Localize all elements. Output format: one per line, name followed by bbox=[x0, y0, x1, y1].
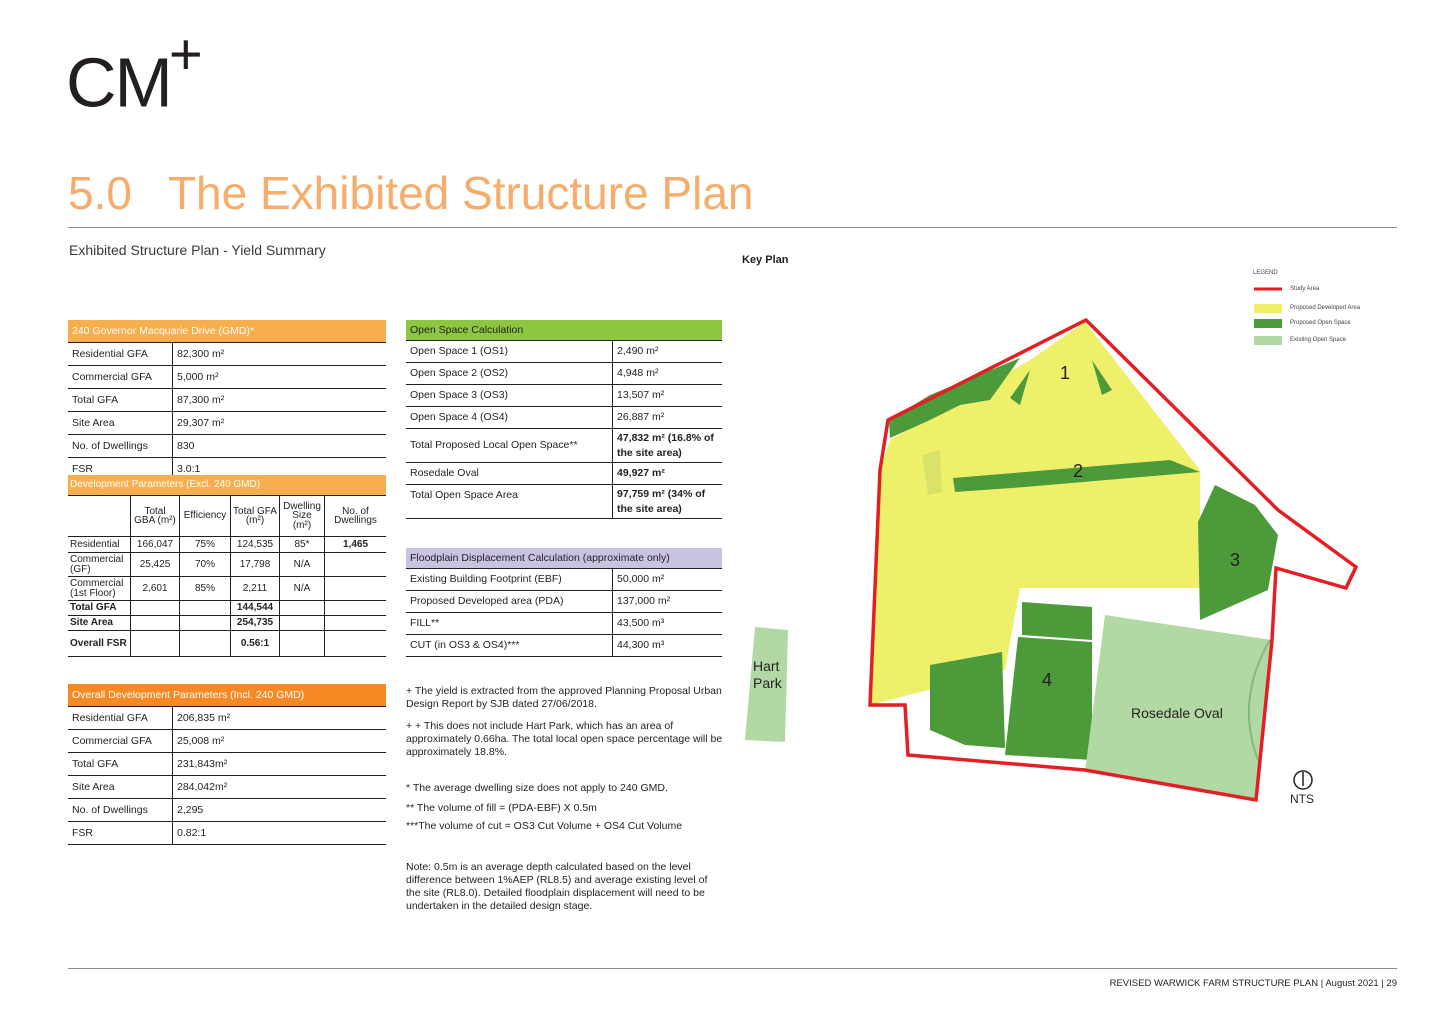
zone-label-3: 3 bbox=[1230, 550, 1241, 570]
note-star-3: ***The volume of cut = OS3 Cut Volume + … bbox=[406, 820, 683, 832]
page-footer: REVISED WARWICK FARM STRUCTURE PLAN | Au… bbox=[1109, 978, 1397, 989]
legend-label-existing-open: Existing Open Space bbox=[1290, 337, 1347, 343]
open-space-table: Open Space Calculation Open Space 1 (OS1… bbox=[406, 320, 722, 519]
overall-table-header: Overall Development Parameters (Incl. 24… bbox=[68, 684, 386, 707]
hart-park-label: Hart Park bbox=[753, 658, 782, 691]
open-space-4 bbox=[1005, 637, 1092, 760]
proposed-developed-area bbox=[870, 322, 1200, 705]
table-row: Open Space 1 (OS1)2,490 m² bbox=[406, 340, 722, 363]
table-row: Proposed Developed area (PDA)137,000 m² bbox=[406, 590, 722, 613]
legend-label-study-area: Study Area bbox=[1290, 286, 1320, 292]
zone-label-1: 1 bbox=[1060, 363, 1071, 383]
rosedale-oval-label: Rosedale Oval bbox=[1131, 705, 1223, 721]
open-space-4-top bbox=[1022, 602, 1092, 640]
header-divider bbox=[68, 227, 1397, 228]
rosedale-oval-area bbox=[1085, 615, 1272, 800]
legend-swatch-existing-open bbox=[1254, 336, 1282, 345]
floodplain-table-header: Floodplain Displacement Calculation (app… bbox=[406, 548, 722, 569]
north-arrow-icon bbox=[1293, 770, 1313, 790]
table-row: FILL**43,500 m³ bbox=[406, 612, 722, 635]
nts-label: NTS bbox=[1290, 792, 1314, 806]
table-row: Total Proposed Local Open Space**47,832 … bbox=[406, 428, 722, 463]
note-star-2: ** The volume of fill = (PDA-EBF) X 0.5m bbox=[406, 802, 597, 814]
dev-table-header: Development Parameters (Excl. 240 GMD) bbox=[68, 475, 386, 496]
open-space-2-light bbox=[922, 450, 942, 495]
zone-label-2: 2 bbox=[1073, 461, 1084, 481]
page-subtitle: Exhibited Structure Plan - Yield Summary bbox=[69, 242, 326, 258]
note-plus-1: + The yield is extracted from the approv… bbox=[406, 685, 722, 711]
legend-swatch-open-space bbox=[1254, 319, 1282, 328]
cm-logo: CM+ bbox=[66, 22, 203, 122]
study-area-boundary bbox=[868, 317, 1359, 803]
legend-swatch-developed bbox=[1254, 304, 1282, 313]
open-space-table-header: Open Space Calculation bbox=[406, 320, 722, 341]
hart-park-area bbox=[745, 627, 788, 742]
note-depth: Note: 0.5m is an average depth calculate… bbox=[406, 861, 708, 913]
open-space-3 bbox=[1198, 485, 1278, 620]
legend-label-open-space: Proposed Open Space bbox=[1290, 320, 1351, 326]
footer-divider bbox=[68, 968, 1397, 969]
rosedale-edge bbox=[1247, 639, 1271, 761]
floodplain-table: Floodplain Displacement Calculation (app… bbox=[406, 548, 722, 657]
open-space-2 bbox=[953, 460, 1200, 492]
table-row: Existing Building Footprint (EBF)50,000 … bbox=[406, 568, 722, 591]
table-row: Open Space 3 (OS3)13,507 m² bbox=[406, 384, 722, 407]
key-plan-map bbox=[745, 287, 1359, 803]
dev-params-table: Development Parameters (Excl. 240 GMD) T… bbox=[68, 475, 386, 657]
open-space-1-west bbox=[889, 358, 1020, 438]
note-plus-2: + + This does not include Hart Park, whi… bbox=[406, 720, 723, 759]
legend-label-developed: Proposed Developed Area bbox=[1290, 305, 1361, 311]
gmd-table-header: 240 Governor Macquarie Drive (GMD)* bbox=[68, 320, 386, 343]
table-row: Open Space 2 (OS2)4,948 m² bbox=[406, 362, 722, 385]
overall-table: Overall Development Parameters (Incl. 24… bbox=[68, 684, 386, 845]
zone-label-4: 4 bbox=[1042, 670, 1053, 690]
table-row: CUT (in OS3 & OS4)***44,300 m³ bbox=[406, 634, 722, 657]
open-space-4-west bbox=[930, 652, 1005, 748]
legend-title: LEGEND bbox=[1253, 270, 1278, 276]
gmd-table: 240 Governor Macquarie Drive (GMD)* Resi… bbox=[68, 320, 386, 481]
table-row: Open Space 4 (OS4)26,887 m² bbox=[406, 406, 722, 429]
note-star-1: * The average dwelling size does not app… bbox=[406, 782, 668, 794]
key-plan-label: Key Plan bbox=[742, 254, 789, 266]
dev-table-columns: Total GBA (m²) Efficiency Total GFA (m²)… bbox=[68, 495, 386, 537]
open-space-1-east bbox=[1092, 360, 1112, 395]
open-space-1-mid bbox=[1010, 370, 1030, 405]
